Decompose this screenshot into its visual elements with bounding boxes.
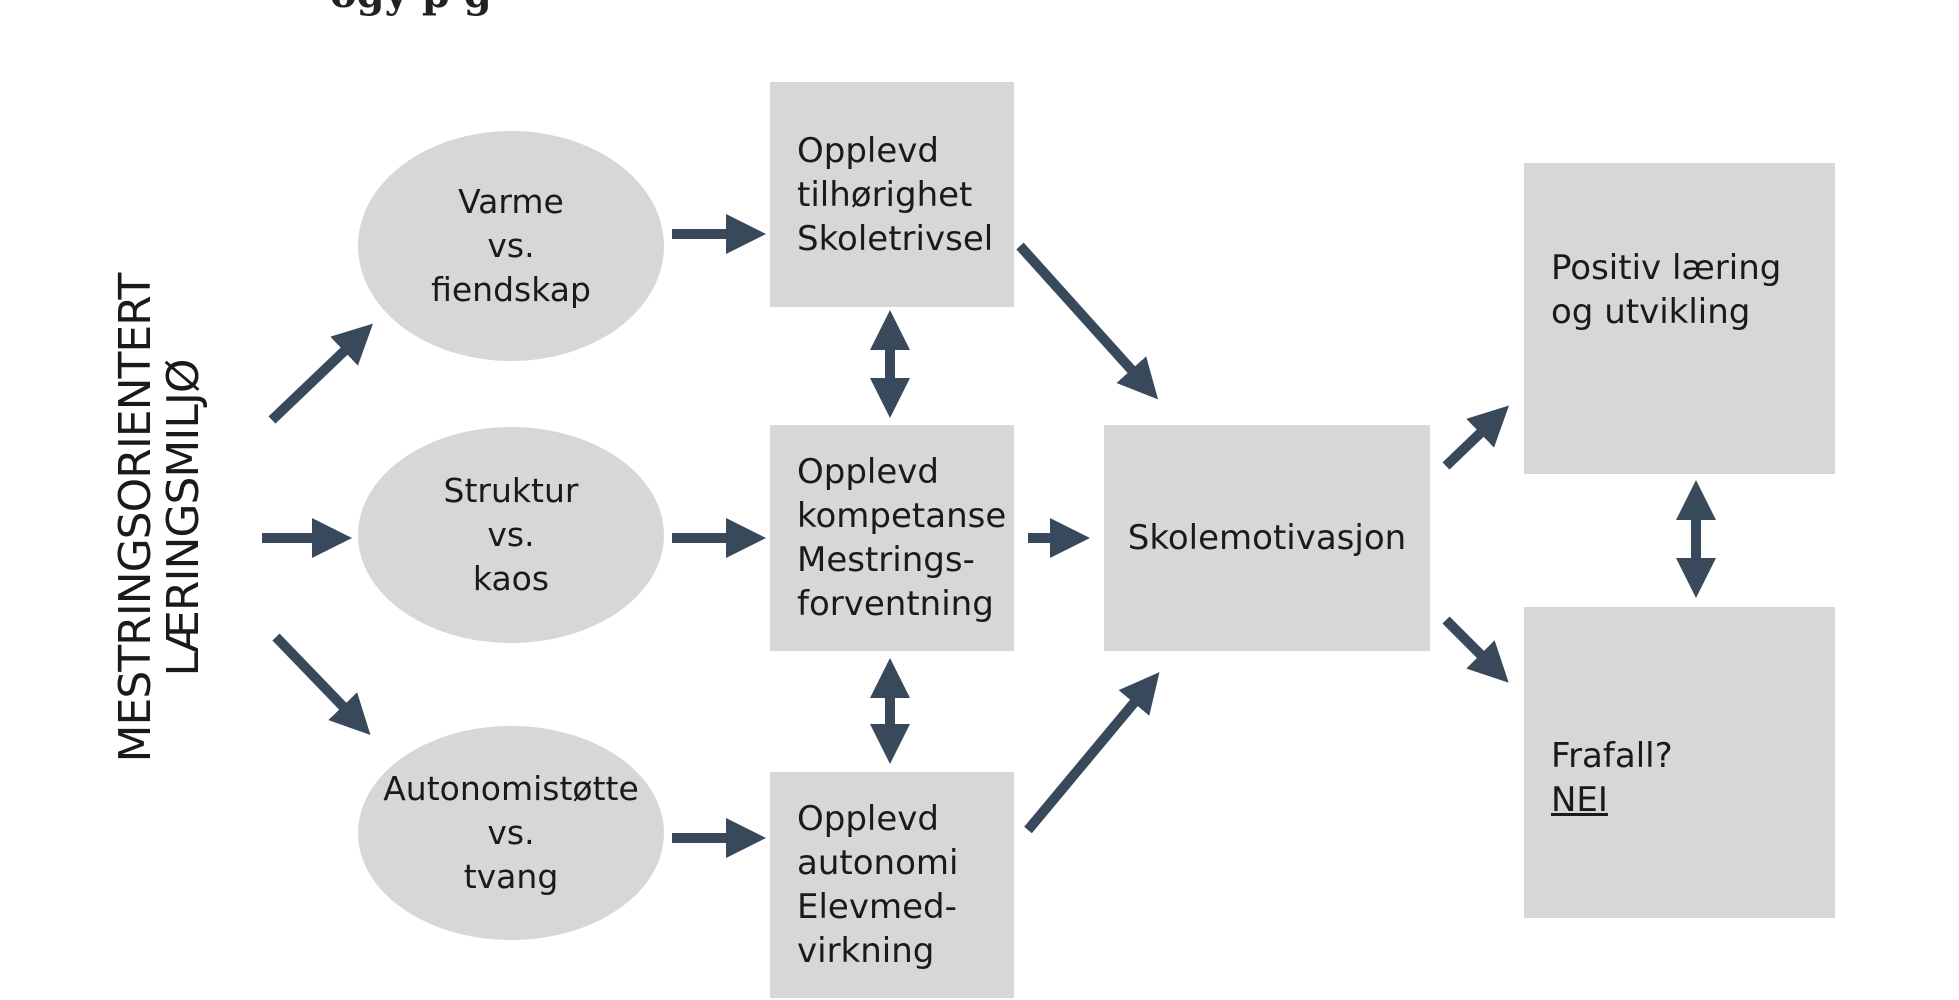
box-autonomi-line3: Elevmed- [797,887,957,927]
box-autonomi-line2: autonomi [797,843,959,883]
side-label-line1: MESTRINGSORIENTERT [110,273,161,763]
box-positiv-laering: Positiv læring og utvikling [1524,163,1835,474]
ellipse-varme-line3: fiendskap [431,270,591,309]
arrow-skolemotivasjon-to-frafall [1442,616,1509,683]
box-positiv-line1: Positiv læring [1551,247,1782,288]
box-kompetanse-line4: forventning [797,584,994,624]
box-positiv-line2: og utvikling [1551,291,1751,332]
box-kompetanse-line3: Mestrings- [797,540,975,580]
heading-fragment: ogy p g [330,0,492,17]
box-opplevd-tilhorighet: Opplevd tilhørighet Skoletrivsel [770,82,1014,307]
arrow-autonomi-to-skolemotivasjon [1024,672,1160,834]
box-autonomi-line4: virkning [797,931,935,971]
ellipse-autonomistotte: Autonomistøtte vs. tvang [358,726,664,940]
box-tilhorighet-line2: tilhørighet [797,174,973,215]
arrow-tilhorighet-to-skolemotivasjon [1016,242,1159,400]
ellipse-autonomistotte-line1: Autonomistøtte [383,769,639,808]
ellipse-varme-line2: vs. [487,226,535,265]
ellipse-autonomistotte-line2: vs. [487,813,535,852]
ellipse-varme-line1: Varme [458,182,564,221]
ellipse-autonomistotte-line3: tvang [463,857,559,896]
ellipse-struktur-line1: Struktur [443,471,579,510]
ellipse-struktur: Struktur vs. kaos [358,427,664,643]
ellipse-struktur-line2: vs. [487,515,535,554]
box-tilhorighet-line1: Opplevd [797,130,939,171]
ellipse-varme: Varme vs. fiendskap [358,131,664,361]
box-skolemotivasjon: Skolemotivasjon [1104,425,1430,651]
box-opplevd-kompetanse: Opplevd kompetanse Mestrings- forventnin… [770,425,1014,651]
box-skolemotivasjon-label: Skolemotivasjon [1127,518,1407,558]
box-opplevd-autonomi: Opplevd autonomi Elevmed- virkning [770,772,1014,998]
box-tilhorighet-line3: Skoletrivsel [797,218,994,259]
box-frafall: Frafall? NEI [1524,607,1835,918]
box-frafall-line1: Frafall? [1551,735,1673,776]
arrow-skolemotivasjon-to-positiv [1442,405,1509,470]
side-label-line2: LÆRINGSMILJØ [158,359,209,677]
box-kompetanse-line1: Opplevd [797,452,939,492]
box-kompetanse-line2: kompetanse [797,496,1007,536]
ellipse-struktur-line3: kaos [472,559,550,598]
arrow-env-to-varme [268,323,374,424]
arrow-env-to-autonomistotte [272,633,371,735]
box-frafall-line2: NEI [1551,779,1608,820]
box-autonomi-line1: Opplevd [797,799,939,839]
